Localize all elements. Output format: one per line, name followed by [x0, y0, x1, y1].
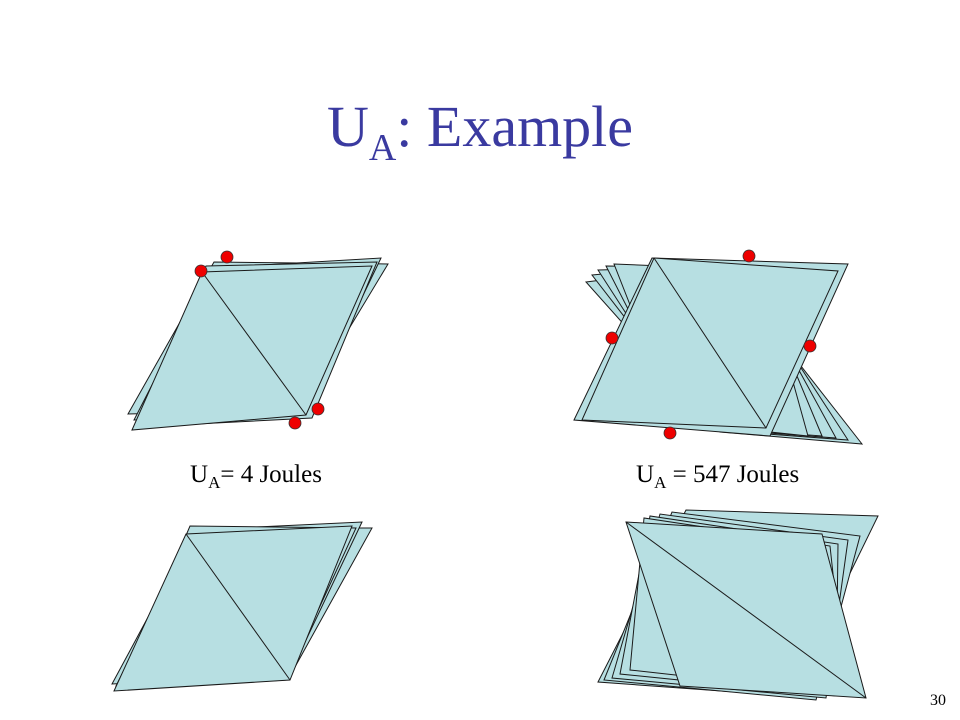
vertex-marker — [194, 264, 208, 278]
vertex-marker — [742, 249, 756, 263]
vertex-markers-top-right — [605, 249, 817, 440]
mesh-stack-top-right — [573, 257, 864, 445]
vertex-marker — [663, 426, 677, 440]
energy-label-left: UA= 4 Joules — [190, 461, 322, 492]
vertex-markers-top-left — [194, 250, 325, 430]
vertex-marker — [803, 339, 817, 353]
energy-label-right: UA = 547 Joules — [636, 461, 800, 492]
vertex-marker — [311, 402, 325, 416]
slide-title: UA: Example — [326, 94, 634, 169]
page-number: 30 — [930, 692, 946, 709]
vertex-marker — [220, 250, 234, 264]
mesh-stack-top-left — [127, 257, 389, 431]
vertex-marker — [605, 331, 619, 345]
mesh-stack-bottom-left — [111, 521, 373, 692]
vertex-marker — [288, 416, 302, 430]
mesh-stack-bottom-right — [597, 509, 879, 701]
